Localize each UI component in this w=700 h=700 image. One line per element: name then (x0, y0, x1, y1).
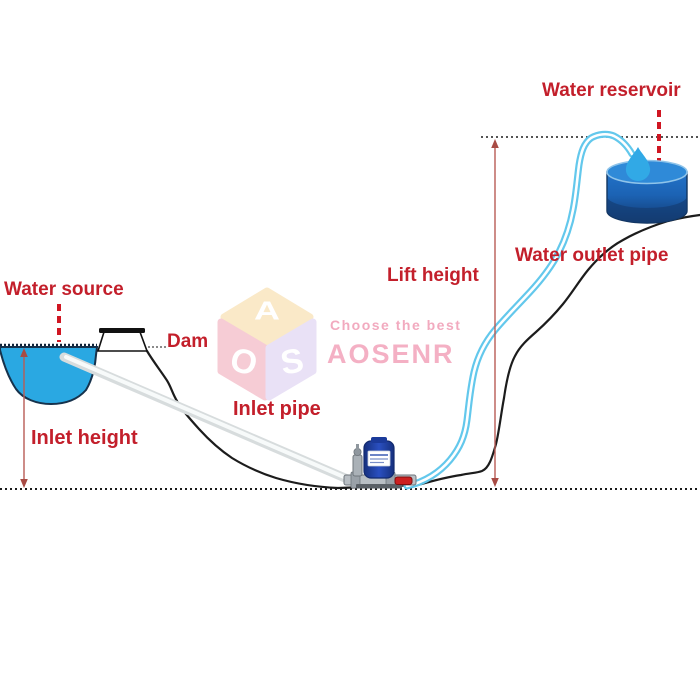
arrow-down-icon (20, 479, 28, 488)
ram-pump (343, 437, 417, 489)
cube-left-face (217, 318, 269, 401)
inlet-pipe-line (59, 352, 357, 486)
lift-height-dimension-line (491, 139, 499, 487)
cube-right-face (265, 318, 317, 401)
brand-cube-logo: A O S (217, 287, 317, 401)
inlet-height-label: Inlet height (31, 427, 138, 449)
pump-base-flange (356, 484, 402, 489)
tank-shade-band (607, 196, 687, 223)
arrow-up-icon (20, 348, 28, 357)
water-reservoir-tank (606, 147, 688, 224)
pump-waste-valve (352, 454, 363, 477)
inlet-height-dimension-line (20, 348, 28, 488)
dam-label: Dam (167, 331, 209, 352)
pump-valve-handle (394, 476, 413, 485)
water-reservoir-label: Water reservoir (542, 80, 681, 101)
water-outlet-pipe-label: Water outlet pipe (515, 245, 669, 266)
terrain-line (145, 213, 700, 490)
inlet-pipe-label: Inlet pipe (233, 398, 321, 420)
cube-top-face (220, 287, 314, 347)
lift-height-label: Lift height (387, 265, 479, 286)
arrow-up-icon (491, 139, 499, 148)
dam-shape (96, 328, 149, 352)
water-source-label: Water source (4, 279, 124, 300)
dam-cap (99, 328, 145, 333)
watermark-brand: AOSENR (327, 339, 455, 369)
water-drop-icon (625, 147, 651, 181)
outlet-pipe-line (403, 130, 636, 490)
arrow-down-icon (491, 478, 499, 487)
cube-letter-a: A (254, 297, 280, 326)
water-source-pond (0, 346, 99, 406)
watermark-tagline: Choose the best (330, 317, 462, 333)
pump-tank-cap (371, 437, 387, 443)
